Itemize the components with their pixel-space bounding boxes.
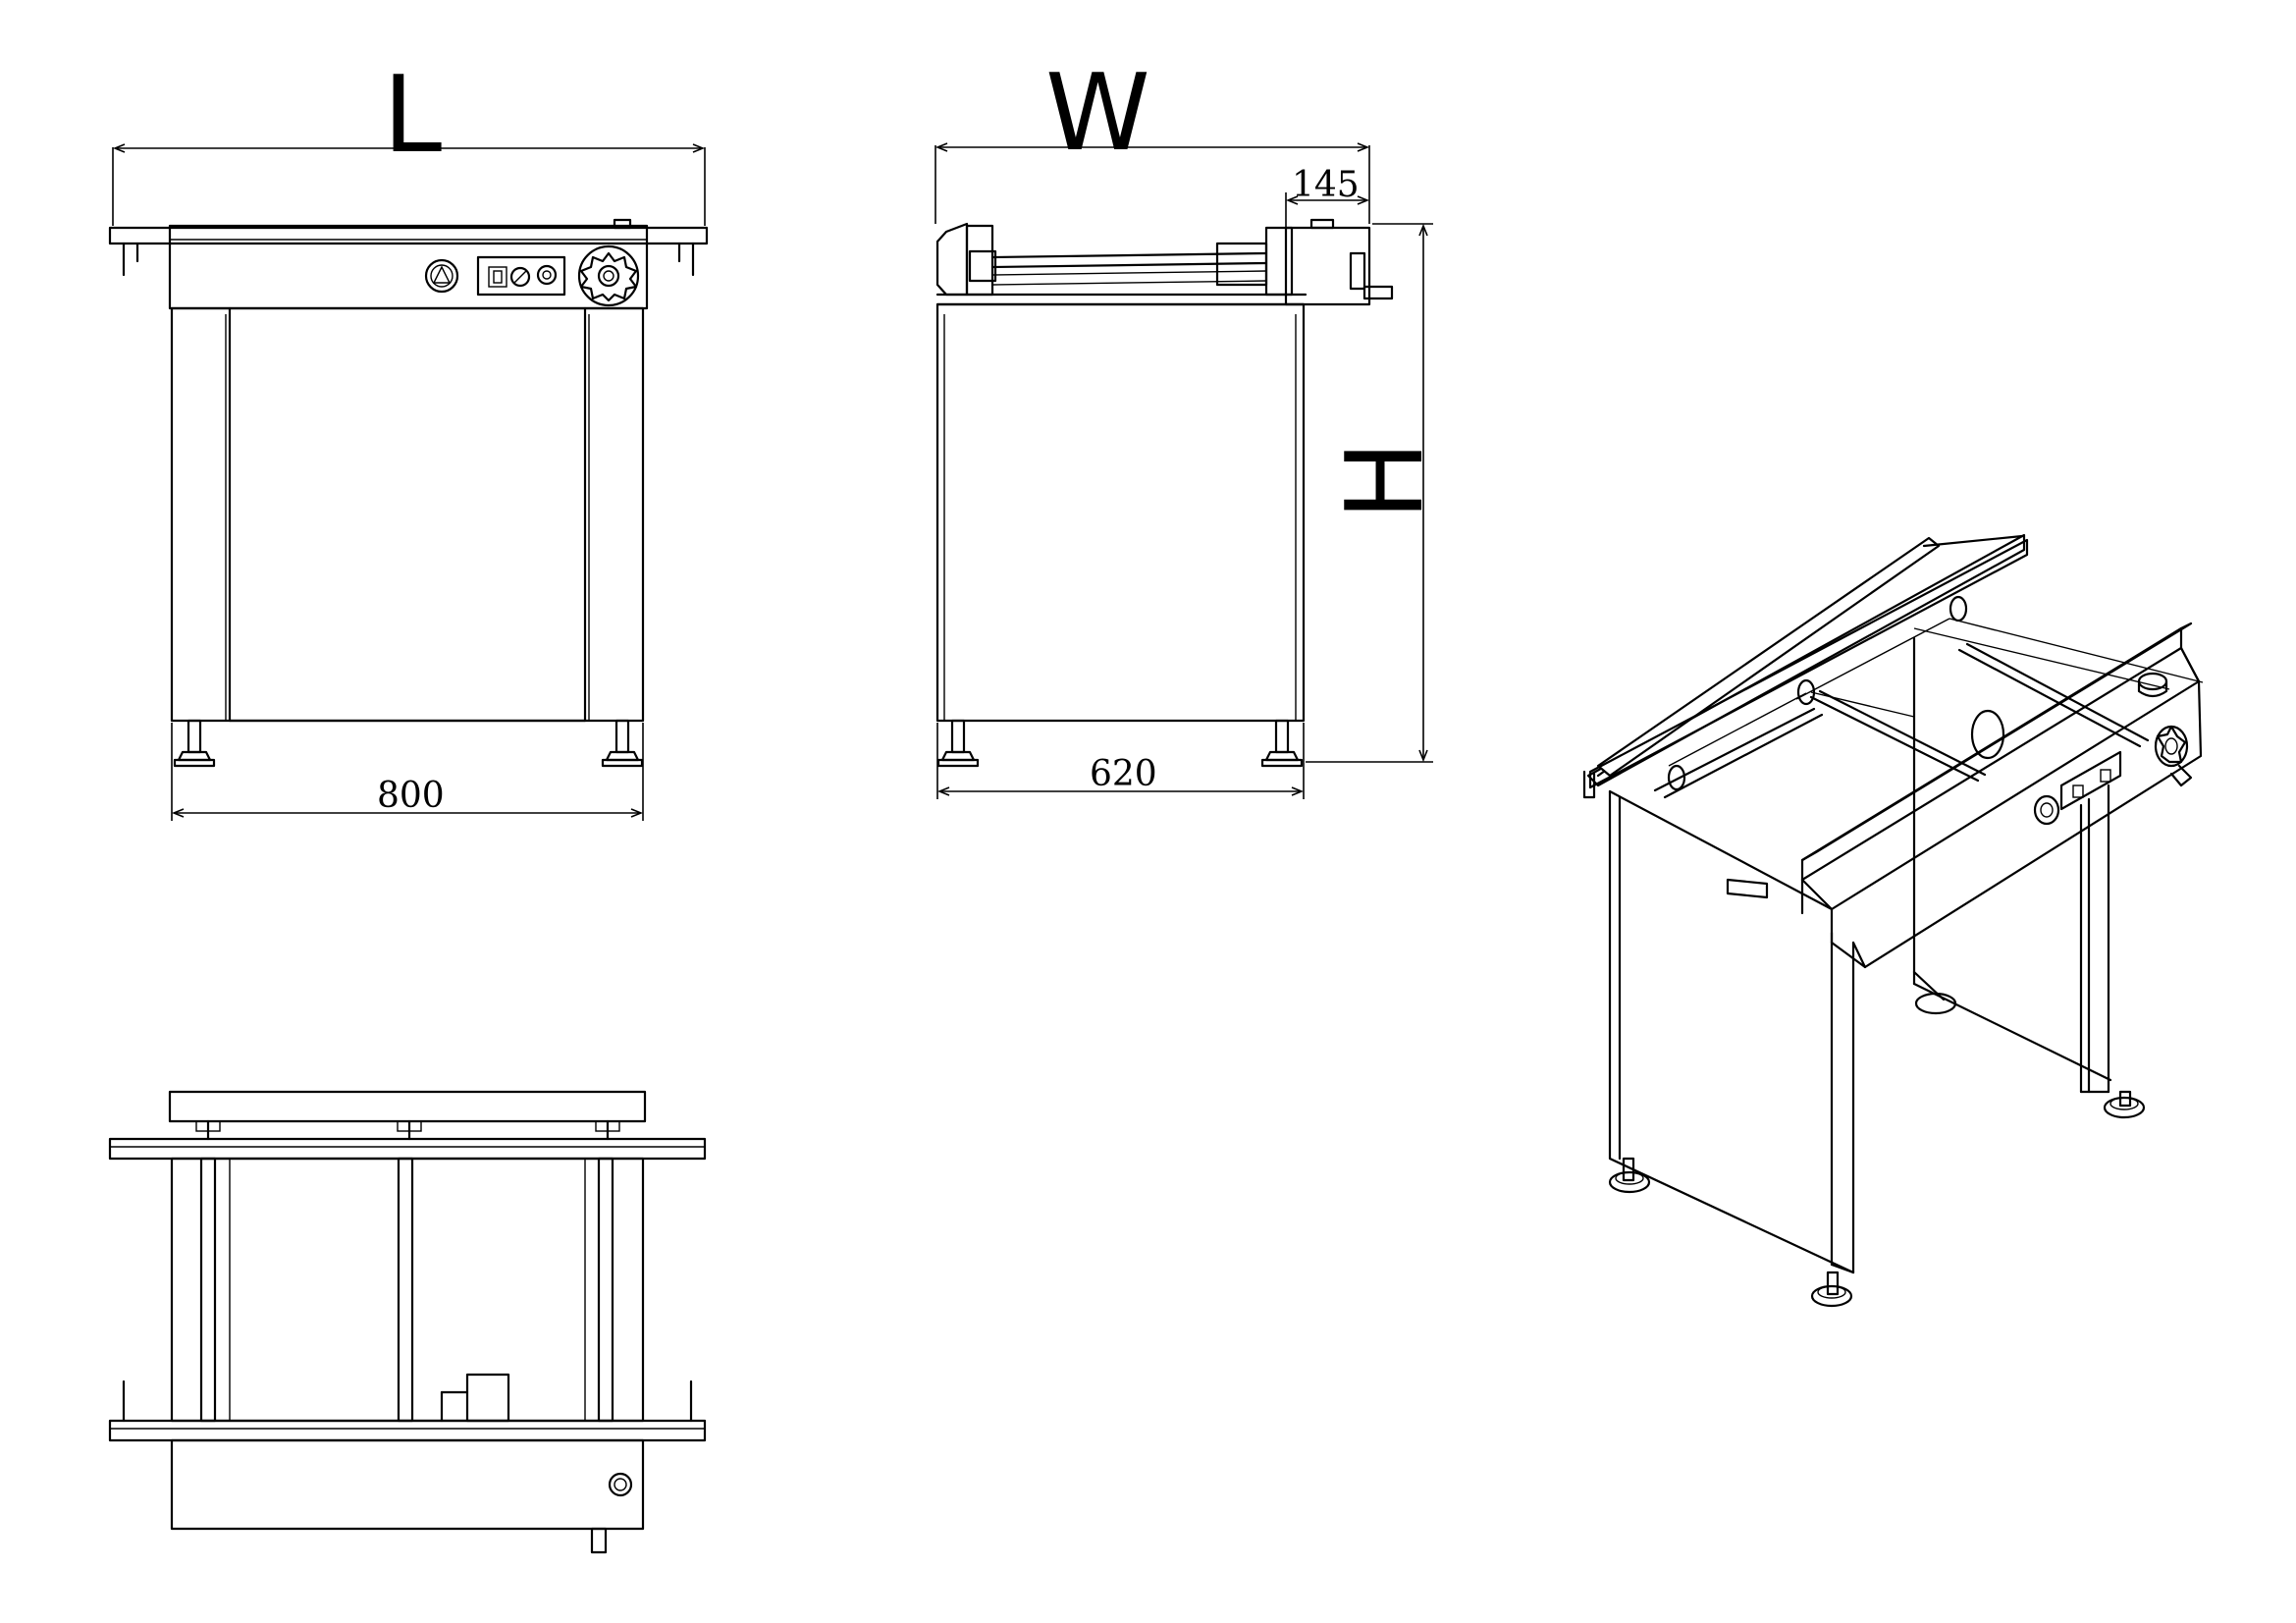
side-foot-left — [936, 719, 980, 768]
motor-block — [465, 1373, 510, 1423]
iso-foot-back-left — [1914, 992, 1957, 1015]
height-label: H — [1324, 441, 1447, 520]
top-view-rail-near — [108, 1419, 707, 1442]
frame-body — [170, 306, 645, 723]
top-view — [108, 1090, 707, 1554]
drive-shaft-right — [597, 1157, 614, 1423]
switch-panel — [476, 255, 566, 297]
iso-top-knob — [2137, 672, 2168, 698]
isometric-view — [1582, 533, 2204, 1308]
length-label: L — [383, 54, 442, 177]
height-dimension: H — [1306, 223, 1447, 763]
side-view: W 145 — [934, 52, 1447, 799]
control-housing — [168, 224, 649, 310]
iso-rail-back — [1586, 533, 2026, 787]
iso-warning-lamp-icon — [2033, 794, 2060, 826]
gear-icon — [536, 264, 558, 286]
side-frame-body — [935, 302, 1306, 723]
top-rail — [108, 226, 709, 245]
iso-foot-front-right — [1810, 1271, 1853, 1308]
length-dimension: L — [112, 54, 706, 226]
iso-motor-roller — [1970, 709, 2005, 760]
top-view-header — [168, 1090, 647, 1123]
warning-lamp-icon — [424, 258, 459, 294]
width-620-label: 620 — [1090, 754, 1157, 794]
offset-145-dimension: 145 — [1285, 165, 1367, 228]
side-foot-right — [1260, 719, 1304, 768]
iso-switch-panel — [2059, 750, 2122, 811]
speed-handwheel-icon — [577, 244, 640, 307]
handle-knob — [1362, 285, 1394, 300]
leveling-foot-right — [601, 719, 644, 768]
drive-shaft-left — [199, 1157, 217, 1423]
top-view-rail-far — [108, 1137, 707, 1161]
drive-shaft-center — [397, 1157, 414, 1423]
iso-handwheel-icon — [2154, 725, 2193, 787]
width-620-dimension: 620 — [936, 723, 1305, 799]
iso-foot-front-left — [1608, 1157, 1651, 1194]
iso-stop-block — [1726, 878, 1769, 899]
side-control-box — [1284, 226, 1371, 306]
top-view-control-panel — [170, 1438, 645, 1531]
width-dimension: W — [934, 52, 1370, 224]
front-view: L — [108, 54, 709, 821]
indicator-lamp-icon — [608, 1472, 633, 1497]
offset-145-label: 145 — [1292, 165, 1360, 205]
length-800-dimension: 800 — [171, 723, 644, 821]
leveling-foot-left — [173, 719, 216, 768]
iso-foot-back-right — [2103, 1090, 2146, 1119]
width-label: W — [1045, 52, 1150, 175]
handle-stub — [590, 1527, 608, 1554]
length-800-label: 800 — [377, 776, 445, 816]
